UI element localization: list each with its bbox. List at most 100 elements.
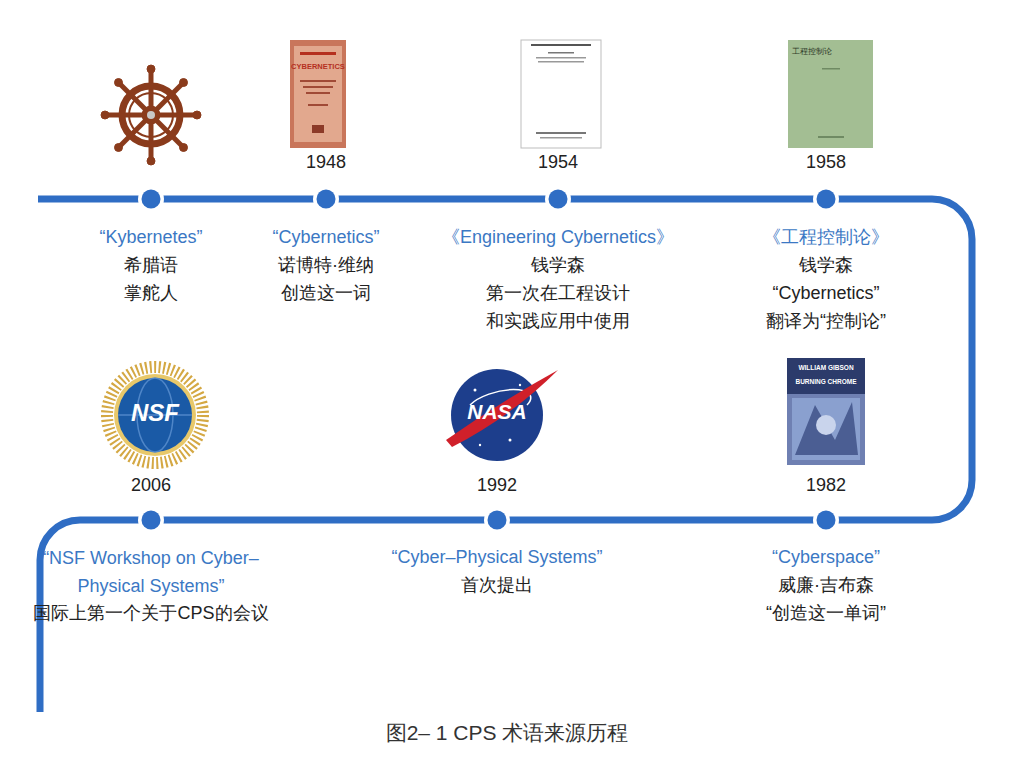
ship-wheel — [115, 79, 123, 87]
nasa-logo — [446, 369, 558, 461]
entry-title: “Kybernetes” — [99, 227, 202, 249]
ship-wheel — [147, 111, 155, 119]
entry-text: 和实践应用中使用 — [486, 311, 630, 333]
ship-wheel — [115, 144, 123, 152]
ship-wheel — [180, 79, 188, 87]
entry-text: “创造这一单词” — [766, 603, 886, 625]
year-label: 1992 — [477, 475, 517, 497]
timeline-dot — [813, 186, 839, 212]
book-cover-burning-chrome — [787, 358, 865, 465]
paper-cover — [536, 57, 586, 59]
book-cover-cybernetics — [300, 52, 336, 55]
year-label: 1958 — [806, 152, 846, 174]
nasa-logo — [509, 439, 512, 442]
book-cover-burning-chrome — [816, 415, 836, 435]
ship-wheel — [180, 144, 188, 152]
book-cover-chinese — [822, 68, 840, 70]
timeline-dot — [142, 511, 161, 530]
timeline-dot — [142, 190, 161, 209]
paper-cover — [521, 40, 601, 148]
year-label: 1954 — [538, 152, 578, 174]
entry-text: 掌舵人 — [124, 283, 178, 305]
ship-wheel — [101, 111, 109, 119]
entry-text: 钱学森 — [799, 255, 853, 277]
ship-wheel — [122, 86, 180, 144]
ship-wheel — [147, 157, 155, 165]
year-label: 1982 — [806, 475, 846, 497]
entry-title: 《工程控制论》 — [763, 227, 889, 249]
nasa-logo — [474, 389, 477, 392]
year-label: 2006 — [131, 475, 171, 497]
book-cover-cybernetics — [306, 92, 330, 94]
book-cover-chinese — [788, 40, 873, 148]
timeline-dot — [817, 190, 836, 209]
nsf-logo — [107, 367, 203, 463]
book-cover-cybernetics — [303, 86, 333, 88]
nasa-logo — [479, 444, 481, 446]
ship-wheel — [142, 106, 160, 124]
book-cover-cybernetics — [294, 46, 342, 142]
ship-wheel — [119, 83, 184, 148]
book-cover-cybernetics — [300, 80, 336, 82]
entry-text: 首次提出 — [461, 575, 533, 597]
timeline-dot — [549, 190, 568, 209]
timeline-track — [38, 199, 972, 712]
book-cover-burning-chrome — [795, 402, 858, 455]
ship-wheel — [193, 111, 201, 119]
paper-cover — [536, 132, 586, 134]
entry-title: “Cybernetics” — [272, 227, 379, 249]
timeline-dot — [484, 507, 510, 533]
book-cover-cybernetics — [290, 40, 346, 148]
entry-title: 《Engineering Cybernetics》 — [442, 227, 674, 249]
paper-cover — [531, 44, 591, 46]
entry-text: 国际上第一个关于CPS的会议 — [33, 603, 268, 625]
logo-text: NASA — [467, 399, 527, 424]
cover-title: BURNING CHROME — [795, 378, 856, 386]
entry-text: 希腊语 — [124, 255, 178, 277]
timeline-dot — [313, 186, 339, 212]
ship-wheel — [119, 83, 184, 148]
ship-wheel — [129, 93, 173, 137]
ship-wheel — [101, 65, 201, 165]
figure-caption: 图2– 1 CPS 术语来源历程 — [386, 720, 629, 745]
entry-text: 翻译为“控制论” — [766, 311, 886, 333]
nsf-logo — [114, 374, 196, 456]
entry-text: 创造这一词 — [281, 283, 371, 305]
nasa-logo — [519, 384, 521, 386]
entry-text: “Cybernetics” — [772, 283, 879, 305]
paper-cover — [540, 137, 582, 139]
entry-title: “NSF Workshop on Cyber–Physical Systems” — [16, 544, 286, 600]
logo-text: NSF — [131, 399, 179, 428]
nasa-logo — [446, 370, 558, 447]
entry-title: “Cyberspace” — [772, 547, 880, 569]
cover-title: 工程控制论 — [792, 47, 832, 57]
nasa-logo — [451, 369, 543, 461]
book-cover-burning-chrome — [787, 358, 865, 465]
cover-title: CYBERNETICS — [291, 62, 345, 71]
paper-cover — [538, 61, 584, 63]
year-label: 1948 — [306, 152, 346, 174]
timeline-dot — [545, 186, 571, 212]
book-cover-burning-chrome — [787, 358, 865, 394]
timeline-dot — [813, 507, 839, 533]
book-cover-cybernetics — [308, 104, 328, 106]
entry-text: 钱学森 — [531, 255, 585, 277]
timeline-dot — [317, 190, 336, 209]
book-cover-chinese — [788, 40, 873, 148]
cover-title: WILLIAM GIBSON — [798, 364, 853, 372]
entry-title: “Cyber–Physical Systems” — [391, 547, 602, 569]
timeline-dot — [488, 511, 507, 530]
entry-text: 诺博特·维纳 — [278, 255, 374, 277]
book-cover-cybernetics — [290, 40, 346, 148]
paper-cover — [548, 52, 574, 54]
timeline-dot — [138, 186, 839, 533]
timeline-dot — [817, 511, 836, 530]
nsf-logo — [107, 367, 203, 463]
timeline-dot — [138, 507, 164, 533]
nsf-logo — [118, 378, 192, 452]
paper-cover — [521, 40, 601, 148]
book-cover-chinese — [818, 136, 844, 138]
book-cover-burning-chrome — [792, 398, 860, 460]
ship-wheel — [147, 65, 155, 73]
